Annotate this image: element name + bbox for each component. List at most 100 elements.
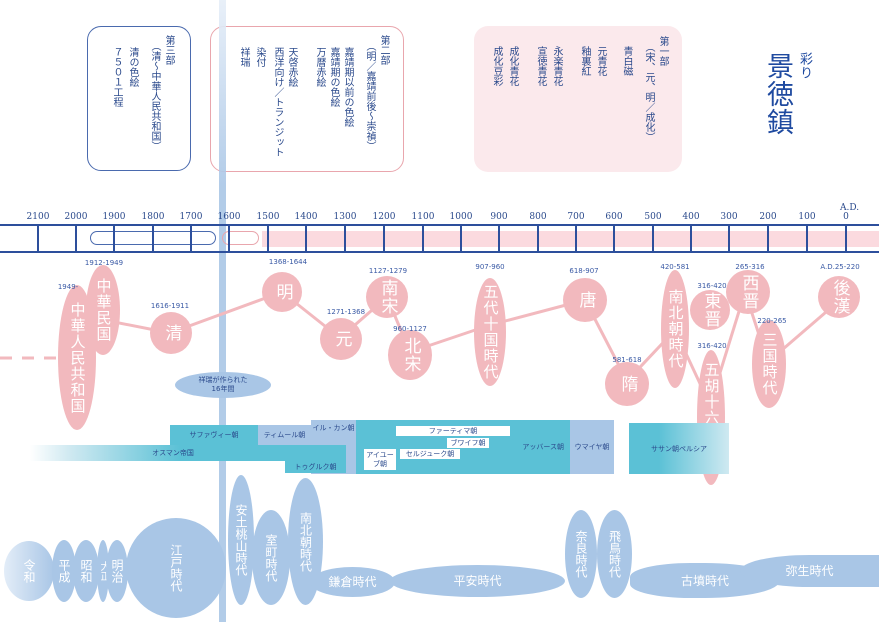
axis-tick-line (190, 225, 192, 252)
part1-subtitle: （宋、元、明／成化） (643, 42, 654, 142)
axis-era-label: A.D. (840, 203, 860, 213)
dynasty-name: 唐 (575, 291, 596, 309)
axis-tick-label: 1700 (179, 212, 203, 222)
dynasty-dates: 907-960 (475, 263, 505, 271)
axis-tick-line (806, 225, 808, 252)
axis-tick-label: 1200 (372, 212, 396, 222)
axis-tick-label: 100 (798, 212, 816, 222)
page-title: 景徳鎮 (762, 52, 793, 136)
dynasty-dates: 960-1127 (393, 325, 427, 333)
dynasty-name: 北宋 (400, 337, 421, 373)
part2-item: 嘉靖期の色絵 (328, 47, 339, 107)
axis-tick-line (344, 225, 346, 252)
axis-tick-line (383, 225, 385, 252)
part1-item: 成化青花 (507, 46, 518, 86)
axis-band-pink (262, 231, 879, 247)
shonzui-note: 祥瑞が作られた 16年間 (175, 372, 271, 398)
axis-top-line (0, 224, 879, 226)
axis-tick-line (267, 225, 269, 252)
axis-tick-label: 500 (644, 212, 662, 222)
japan-period-name: 奈良時代 (574, 530, 588, 578)
japan-period-name: 令和 (22, 559, 36, 583)
dynasty-dates: A.D.25-220 (820, 263, 860, 271)
axis-tick-line (152, 225, 154, 252)
dynasty-name: 東晋 (700, 292, 721, 328)
axis-tick-line (690, 225, 692, 252)
dynasty-name: 後漢 (829, 279, 850, 315)
dynasty-dates: 316-420 (697, 342, 727, 350)
axis-pill-part2 (222, 231, 259, 245)
dynasty-node: 隋 (605, 362, 649, 406)
part2-item: 万暦赤絵 (314, 47, 325, 87)
dynasty-dates: 1127-1279 (368, 267, 408, 275)
part2-item: 祥瑞 (238, 47, 249, 67)
part1-heading: 第一部 (657, 36, 668, 66)
axis-tick-line (845, 225, 847, 252)
japan-period: 江戸時代 (126, 518, 226, 618)
axis-tick-label: 2100 (26, 212, 50, 222)
dynasty-node: 元 (320, 318, 362, 360)
japan-period: 奈良時代 (565, 510, 597, 598)
dynasty-dates: 316-420 (697, 282, 727, 290)
dynasty-name: 西晋 (738, 274, 759, 310)
part1-item: 成化豆彩 (491, 46, 502, 86)
bar-timurid: ティムール朝 (258, 425, 311, 445)
japan-period-name: 飛鳥時代 (607, 530, 622, 578)
axis-tick-label: 0 (843, 212, 849, 222)
axis-tick-label: 600 (605, 212, 623, 222)
dynasty-dates: 1616-1911 (150, 302, 190, 310)
part3-heading: 第三部 (163, 35, 174, 65)
axis-tick-label: 1400 (294, 212, 318, 222)
axis-tick-label: 400 (682, 212, 700, 222)
dynasty-node: 三国時代 (752, 320, 786, 408)
part2-item: 染付 (254, 47, 265, 67)
part1-item: 宣徳青花 (535, 46, 546, 86)
japan-period: 平成 (52, 540, 76, 602)
japan-period: 安土桃山時代 (228, 475, 254, 605)
dynasty-node: 東晋 (690, 290, 730, 330)
japan-period-name: 昭和 (79, 559, 93, 583)
japan-period: 弥生時代 (740, 555, 879, 587)
part3-item: 清の色絵 (127, 47, 138, 87)
japan-period-name: 室町時代 (264, 533, 278, 582)
dynasty-node: 中華民国 (86, 265, 120, 355)
part2-subtitle: （明／嘉靖前後～崇禎） (364, 41, 375, 151)
japan-period-name: 明治 (110, 559, 124, 583)
panel-part2: 第二部 （明／嘉靖前後～崇禎） 嘉靖期以前の色絵 嘉靖期の色絵 万暦赤絵 天啓赤… (210, 26, 404, 172)
dynasty-dates: 420-581 (660, 263, 690, 271)
bar-ayyubid: アイユーブ朝 (364, 449, 396, 470)
axis-tick-label: 2000 (64, 212, 88, 222)
axis-tick-label: 1100 (411, 212, 435, 222)
axis-tick-line (305, 225, 307, 252)
dynasty-dates: 220-265 (757, 317, 787, 325)
axis-tick-line (37, 225, 39, 252)
japan-period: 令和 (4, 541, 54, 601)
dynasty-node: 清 (150, 312, 192, 354)
dynasty-node: 明 (262, 272, 302, 312)
bar-buyid: ブワイフ朝 (447, 438, 489, 448)
axis-tick-label: 1900 (102, 212, 126, 222)
axis-tick-label: 1800 (141, 212, 165, 222)
part3-subtitle: （清～中華人民共和国） (149, 41, 160, 151)
japan-period-name: 古墳時代 (680, 573, 729, 588)
japan-period-name: 大正 (98, 561, 109, 581)
japan-period-name: 鎌倉時代 (328, 575, 377, 589)
axis-tick-line (652, 225, 654, 252)
dynasty-name: 三国時代 (760, 332, 779, 396)
dynasty-node: 五代十国時代 (474, 278, 506, 386)
japan-period: 平安時代 (390, 565, 565, 597)
japan-period-name: 江戸時代 (169, 544, 183, 592)
japan-period-name: 安土桃山時代 (234, 504, 248, 576)
bar-seljuk: セルジューク朝 (400, 449, 460, 459)
axis-tick-label: 1500 (256, 212, 280, 222)
japan-period-name: 南北朝時代 (298, 511, 313, 572)
bar-umayyad: ウマイヤ朝 (570, 420, 614, 474)
dynasty-dates: 1368-1644 (268, 258, 308, 266)
axis-tick-line (613, 225, 615, 252)
dynasty-dates: 1949- (57, 283, 79, 291)
japan-period: 大正 (97, 540, 109, 602)
axis-tick-label: 1600 (217, 212, 241, 222)
axis-tick-line (767, 225, 769, 252)
dynasty-name: 中華人民共和国 (68, 301, 87, 414)
dynasty-name: 南宋 (377, 279, 398, 315)
